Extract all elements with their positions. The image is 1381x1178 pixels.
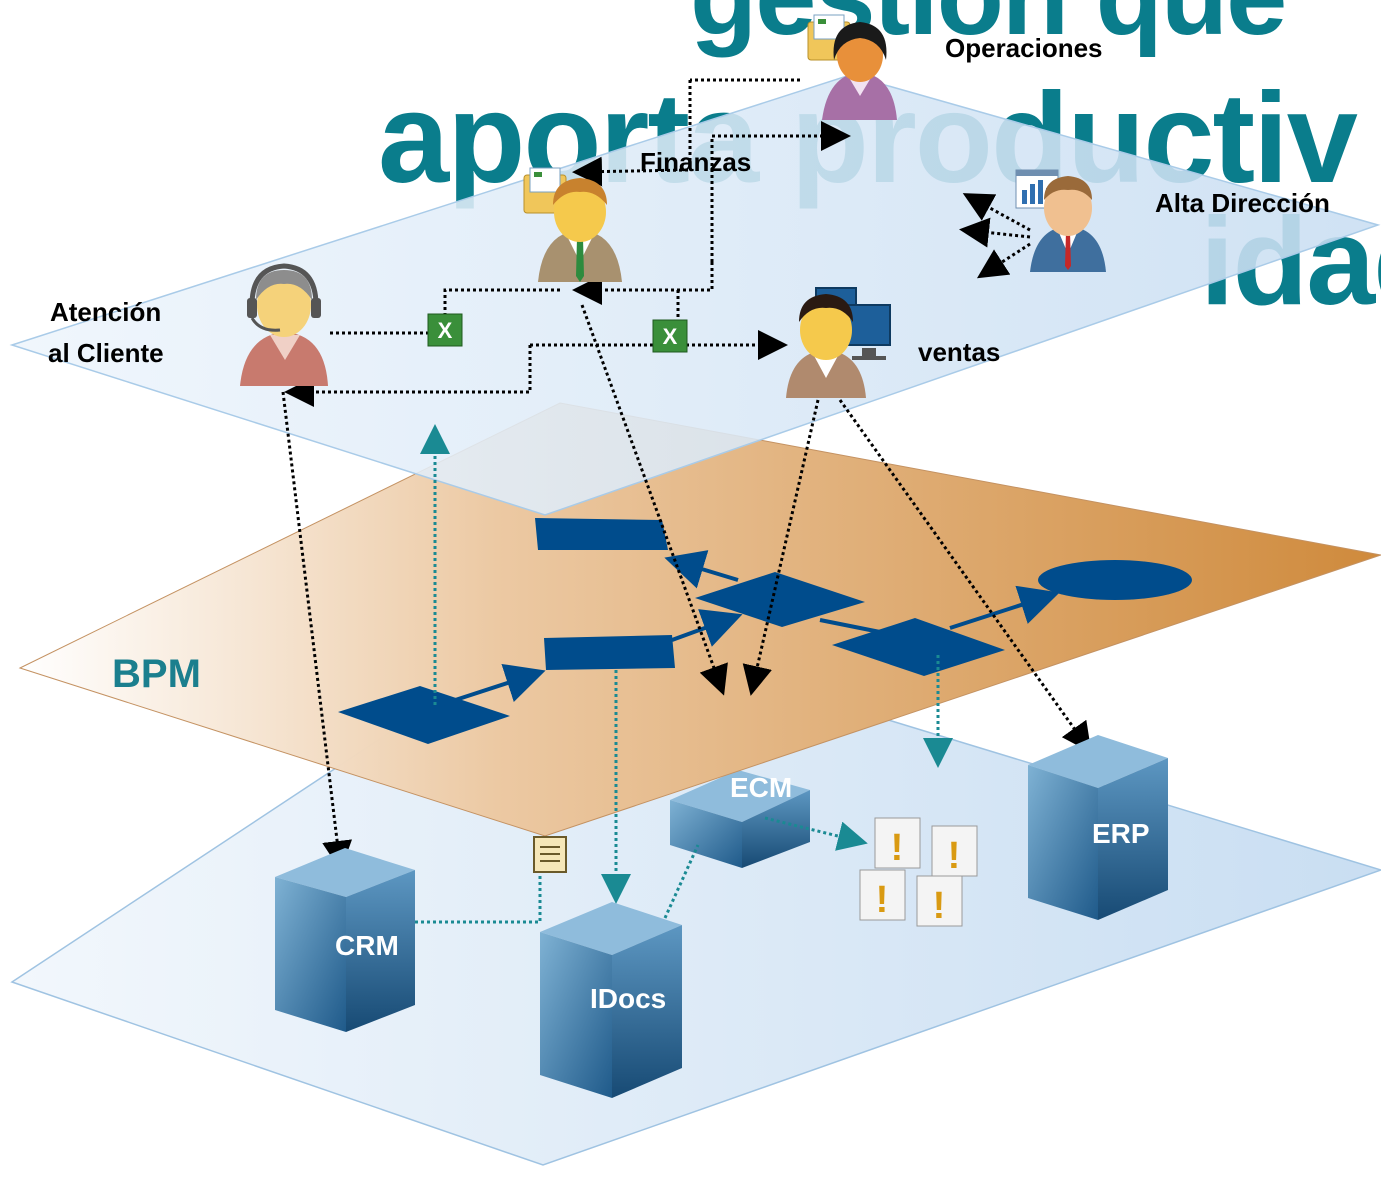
process-step-1	[535, 518, 668, 550]
svg-text:!: !	[891, 827, 904, 869]
alta-direccion-label: Alta Dirección	[1155, 188, 1330, 218]
alert-documents-icon: ! ! ! !	[859, 817, 978, 927]
decision-start	[338, 686, 510, 744]
ecm-server-shape	[670, 770, 810, 868]
atencion-label-line1: Atención	[50, 297, 162, 327]
svg-text:!: !	[876, 879, 889, 921]
end-event	[1038, 560, 1192, 600]
operaciones-label: Operaciones	[945, 33, 1103, 63]
bpm-plane	[18, 402, 1381, 837]
crm-server-shape	[275, 848, 415, 1032]
process-step-2	[544, 635, 675, 670]
executive-person-icon	[1030, 176, 1106, 272]
customer-service-person-icon	[240, 263, 328, 386]
svg-text:X: X	[663, 324, 678, 349]
idocs-label: IDocs	[590, 983, 667, 1014]
excel-icon: X	[652, 319, 688, 353]
finance-person-icon	[538, 178, 622, 282]
ventas-label: ventas	[918, 337, 1001, 367]
bpm-label: BPM	[112, 652, 201, 696]
svg-text:!: !	[933, 885, 946, 927]
roles-plane	[9, 74, 1381, 516]
finanzas-label: Finanzas	[640, 147, 752, 177]
crm-label: CRM	[335, 930, 399, 961]
excel-icon: X	[427, 313, 463, 347]
idocs-server-shape	[540, 902, 682, 1098]
erp-server-shape	[1028, 735, 1168, 920]
svg-text:!: !	[948, 835, 961, 877]
ecm-label: ECM	[730, 772, 793, 803]
decision-1	[695, 572, 865, 627]
atencion-label-line2: al Cliente	[48, 338, 164, 368]
erp-label: ERP	[1092, 818, 1150, 849]
svg-text:X: X	[438, 318, 453, 343]
document-icon	[533, 836, 567, 873]
background-title-line1: gestión que	[690, 0, 1287, 52]
operations-person-icon	[822, 22, 897, 120]
sales-person-icon	[786, 294, 866, 398]
